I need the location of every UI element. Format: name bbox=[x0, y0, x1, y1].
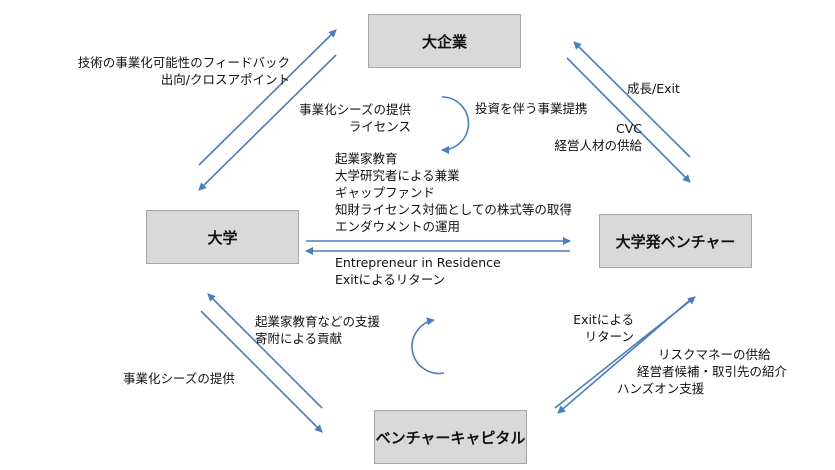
label-exit-return: Exitによる リターン bbox=[573, 311, 634, 345]
label-feedback-line-2: 出向/クロスアポイント bbox=[160, 72, 290, 87]
label-growth-exit: 成長/Exit bbox=[627, 80, 680, 97]
label-cvc-line-1: CVC bbox=[615, 121, 642, 136]
label-startup-univ-line-2: Exitによるリターン bbox=[335, 272, 446, 287]
label-vc-to-university: 起業家教育などの支援 寄附による貢献 bbox=[255, 313, 380, 347]
label-exit-return-line-1: Exitによる bbox=[573, 312, 634, 327]
label-univ-startup-line-2: 大学研究者による兼業 bbox=[335, 168, 460, 183]
arrow-university-to-vc bbox=[200, 310, 323, 433]
cycle-arrow-bottom bbox=[411, 317, 445, 375]
label-startup-to-university: Entrepreneur in Residence Exitによるリターン bbox=[335, 254, 501, 288]
box-venture-capital: ベンチャーキャピタル bbox=[374, 410, 527, 464]
label-univ-startup-line-4: 知財ライセンス対価としての株式等の取得 bbox=[335, 202, 572, 217]
label-seeds-license-line-1: 事業化シーズの提供 bbox=[299, 102, 411, 117]
label-startup-univ-line-1: Entrepreneur in Residence bbox=[335, 255, 501, 270]
arrow-company-to-startup bbox=[566, 57, 691, 183]
box-large-company: 大企業 bbox=[368, 14, 521, 68]
arrow-vc-to-university bbox=[207, 293, 323, 409]
arrow-startup-to-vc bbox=[557, 299, 691, 414]
label-vc-univ-line-1: 起業家教育などの支援 bbox=[255, 314, 381, 329]
arrow-company-to-university bbox=[198, 54, 337, 191]
label-univ-startup-line-5: エンダウメントの運用 bbox=[335, 219, 461, 234]
label-seeds-license: 事業化シーズの提供 ライセンス bbox=[299, 101, 411, 135]
label-seeds-license-line-2: ライセンス bbox=[348, 119, 411, 134]
label-feedback-line-1: 技術の事業化可能性のフィードバック bbox=[77, 55, 290, 70]
label-investment-partnership-line-1: 投資を伴う事業提携 bbox=[475, 101, 588, 116]
box-university: 大学 bbox=[146, 210, 299, 264]
arrow-startup-to-company bbox=[573, 41, 691, 158]
arrow-university-to-company bbox=[198, 29, 337, 166]
label-exit-return-line-2: リターン bbox=[584, 329, 634, 344]
cycle-arrow-top bbox=[441, 96, 470, 154]
label-feedback: 技術の事業化可能性のフィードバック 出向/クロスアポイント bbox=[78, 54, 290, 88]
label-university-to-startup: 起業家教育 大学研究者による兼業 ギャップファンド 知財ライセンス対価としての株… bbox=[335, 150, 572, 235]
label-university-to-vc: 事業化シーズの提供 bbox=[123, 370, 235, 387]
label-univ-startup-line-3: ギャップファンド bbox=[335, 185, 436, 200]
label-univ-startup-line-1: 起業家教育 bbox=[335, 151, 398, 166]
label-cvc: CVC 経営人材の供給 bbox=[554, 120, 642, 154]
label-vc-to-startup: リスクマネーの供給 経営者候補・取引先の紹介 ハンズオン支援 bbox=[617, 346, 787, 397]
label-cvc-line-2: 経営人材の供給 bbox=[554, 138, 642, 153]
label-vc-startup-line-2: 経営者候補・取引先の紹介 bbox=[637, 364, 788, 379]
label-vc-startup-line-1: リスクマネーの供給 bbox=[658, 347, 771, 362]
label-univ-vc-line-1: 事業化シーズの提供 bbox=[123, 371, 235, 386]
label-growth-exit-line-1: 成長/Exit bbox=[627, 81, 680, 96]
label-vc-startup-line-3: ハンズオン支援 bbox=[617, 381, 705, 396]
label-investment-partnership: 投資を伴う事業提携 bbox=[475, 100, 588, 117]
box-university-startup: 大学発ベンチャー bbox=[599, 214, 752, 268]
label-vc-univ-line-2: 寄附による貢献 bbox=[255, 331, 343, 346]
